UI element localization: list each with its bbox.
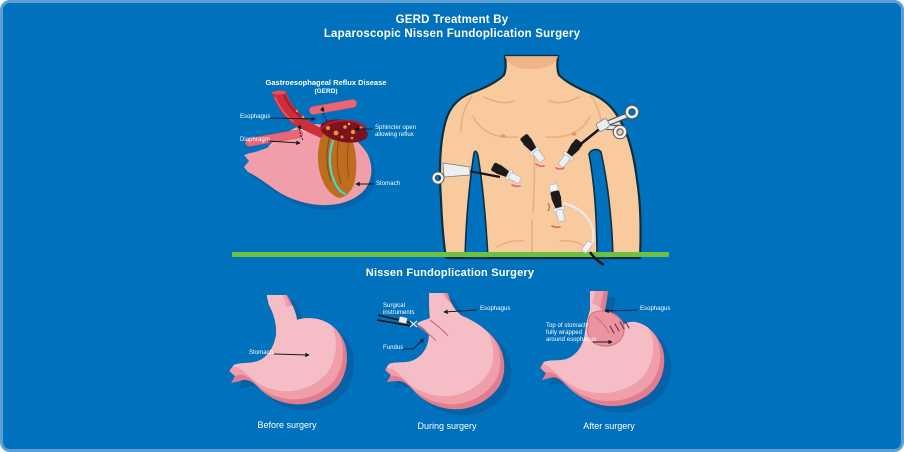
main-title-line1: GERD Treatment By [395,14,509,26]
wrap-crease [593,315,610,334]
during-label-fundus: Fundus [383,345,404,351]
before-caption: Before surgery [257,420,317,430]
stomach-during-illustration [376,293,512,416]
main-title-line2: Laparoscopic Nissen Fundoplication Surge… [323,28,581,40]
patient-torso-illustration [431,54,642,260]
suture-marks [609,320,630,334]
fundus-crease [417,319,449,342]
leader-lines [267,116,638,358]
label-esophagus: Esophagus [240,114,271,120]
neck-shadow [505,56,558,69]
ph-probe-line [328,140,346,195]
stomach-after-illustration [540,291,672,413]
nipple-left [500,134,506,138]
after-label-wrap: Top of stomach fully wrapped around esop… [546,323,597,344]
incision-marks [511,163,565,229]
gerd-open-stomach-channel [317,128,357,198]
gerd-subheading: (GERD) [314,88,338,95]
open-sphincter-lumen [295,109,368,143]
laparoscopic-grasper-right [576,104,640,149]
section-divider [232,252,669,257]
stomach-before-illustration [229,295,354,411]
after-label-esophagus: Esophagus [640,306,671,312]
during-label-esophagus: Esophagus [480,306,511,312]
arm-torso-gaps [464,148,614,259]
belly-button [547,202,551,212]
during-caption: During surgery [417,421,477,431]
after-caption: After surgery [583,421,635,431]
label-sphincter: Sphincter open allowing reflux [375,125,417,139]
esophagus-tube [272,90,326,138]
gerd-heading: Gastroesophageal Reflux Disease [265,78,387,87]
grasper-instrument [376,314,418,328]
gerd-anatomy-illustration [244,90,376,211]
during-label-instruments: Surgical instruments [383,303,415,317]
reflux-direction-arrows [297,106,328,141]
body-contour-lines [460,95,603,253]
laparoscopic-grasper-left [431,162,501,185]
label-stomach: Stomach [376,181,401,187]
section-heading: Nissen Fundoplication Surgery [365,267,535,279]
laparoscopic-port-lower [548,183,568,223]
fundoplication-wrap [587,310,625,347]
label-diaphragm: Diaphragm [240,137,270,143]
before-label-stomach: Stomach [249,350,274,356]
nipple-right [571,132,577,136]
camera-cable [562,201,605,267]
